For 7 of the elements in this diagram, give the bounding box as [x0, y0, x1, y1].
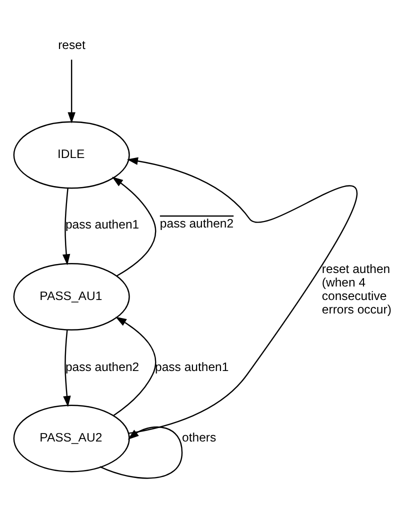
edge-label: pass authen1	[64, 217, 139, 232]
node-text: reset	[58, 37, 85, 52]
edge-label: others	[182, 430, 216, 444]
edge-label: pass authen2	[64, 359, 139, 374]
edge-label: pass authen2	[159, 216, 234, 230]
edge-label: reset authen (when 4 consecutive errors occur)	[321, 261, 391, 316]
edge-label: pass authen1	[154, 359, 228, 374]
